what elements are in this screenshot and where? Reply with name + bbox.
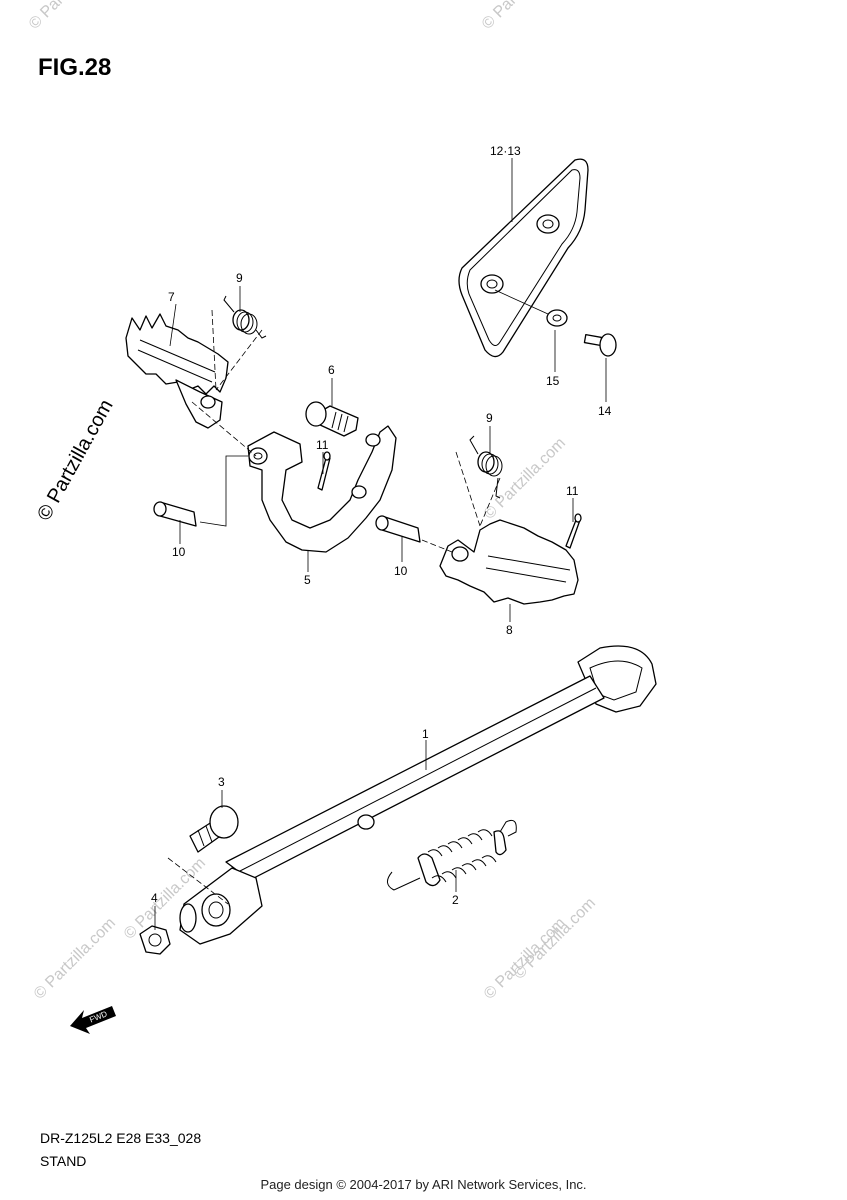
part-bracket[interactable] xyxy=(191,401,397,553)
watermark-tl: © Partzilla.com xyxy=(26,0,114,33)
part-footrest-left[interactable] xyxy=(125,313,229,429)
part-pin-left[interactable] xyxy=(153,455,248,527)
callout-labels: 12·13 15 14 7 9 6 11 10 5 9 10 11 8 1 3 … xyxy=(151,144,612,907)
callout-10-left: 10 xyxy=(172,545,186,559)
callout-4: 4 xyxy=(151,891,158,905)
part-cover-plate[interactable] xyxy=(458,158,589,358)
page-footer: Page design © 2004-2017 by ARI Network S… xyxy=(260,1177,587,1192)
callout-9-right: 9 xyxy=(486,411,493,425)
callout-12-13: 12·13 xyxy=(490,144,521,158)
callout-3: 3 xyxy=(218,775,225,789)
callout-2: 2 xyxy=(452,893,459,907)
part-cotter-pin-right[interactable] xyxy=(565,513,582,549)
callout-14: 14 xyxy=(598,404,612,418)
watermark-ml: © Partzilla.com xyxy=(31,915,119,1003)
figure-title: FIG.28 xyxy=(38,54,112,81)
watermark-mid: © Partzilla.com xyxy=(481,435,569,523)
part-cotter-pin-left[interactable] xyxy=(317,451,331,491)
part-bolt-14[interactable] xyxy=(583,333,617,357)
part-side-stand[interactable] xyxy=(179,645,657,945)
watermark-r: © Partzilla.com xyxy=(511,895,599,983)
callout-1: 1 xyxy=(422,727,429,741)
fwd-arrow-icon: FWD xyxy=(70,1006,116,1034)
callout-11-right: 11 xyxy=(566,484,579,498)
callout-10-right: 10 xyxy=(394,564,408,578)
watermark-tr: © Partzilla.com xyxy=(479,0,567,33)
part-spring-left[interactable] xyxy=(211,295,267,391)
callout-5: 5 xyxy=(304,573,311,587)
callout-8: 8 xyxy=(506,623,513,637)
part-bolt-6[interactable] xyxy=(305,401,359,437)
callout-leaders xyxy=(154,158,607,930)
model-code: DR-Z125L2 E28 E33_028 xyxy=(40,1130,202,1146)
callout-15: 15 xyxy=(546,374,560,388)
callout-6: 6 xyxy=(328,363,335,377)
part-pin-right[interactable] xyxy=(375,515,453,553)
part-pivot-bolt[interactable] xyxy=(167,805,239,905)
callout-11-left: 11 xyxy=(316,438,329,452)
part-nut[interactable] xyxy=(139,925,171,955)
watermark-main: © Partzilla.com xyxy=(33,396,118,525)
callout-7: 7 xyxy=(168,290,175,304)
part-stand-spring[interactable] xyxy=(387,819,517,891)
part-collar[interactable] xyxy=(494,289,568,327)
part-footrest-right[interactable] xyxy=(439,519,579,605)
section-name: STAND xyxy=(40,1153,87,1169)
callout-9-left: 9 xyxy=(236,271,243,285)
